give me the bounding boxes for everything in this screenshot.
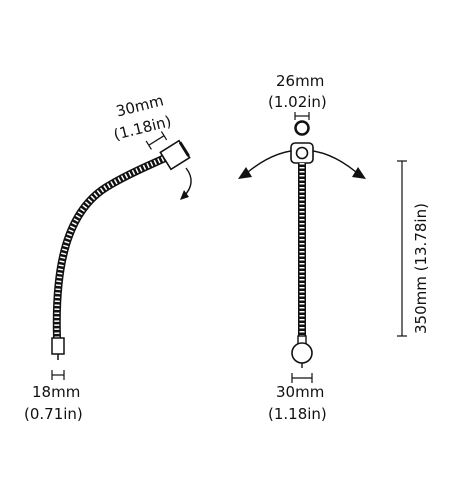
side-gooseneck-arm [52,154,169,342]
front-lamp-head [290,142,314,164]
front-base [291,335,313,368]
top-width-inches-label: (1.02in) [268,93,327,111]
tilt-arrow-icon [180,167,192,200]
side-lamp-head [159,139,191,171]
head-width-dimension [145,131,168,150]
side-base-connector [51,337,65,360]
side-view: 30mm (1.18in) 18mm (0.71in) [24,91,192,423]
front-base-width-label: 30mm [276,383,324,401]
base-width-dimension [51,370,65,380]
front-base-width-dimension [291,373,313,383]
base-width-inches-label: (0.71in) [24,405,83,423]
base-width-label: 18mm [32,383,80,401]
top-width-label: 26mm [276,72,324,90]
top-width-dimension [294,112,310,120]
lamp-aperture-ring [294,120,310,136]
front-base-width-inches-label: (1.18in) [268,405,327,423]
front-view: 26mm (1.02in) [238,72,430,423]
length-dimension [397,160,407,337]
length-label: 350mm (13.78in) [412,203,430,334]
